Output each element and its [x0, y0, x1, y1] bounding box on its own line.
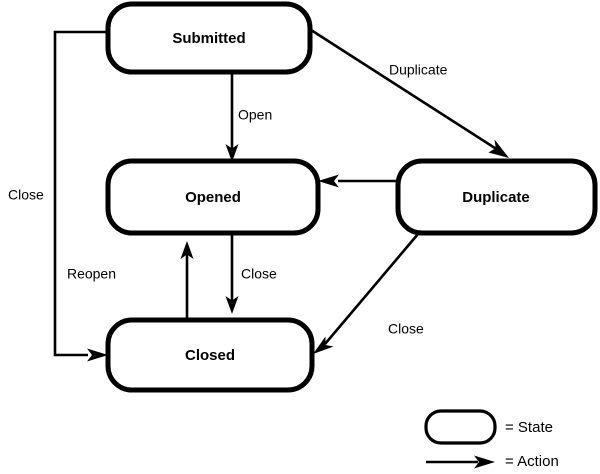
transition-label-open: Open — [238, 107, 272, 123]
transition-line — [324, 233, 419, 345]
state-label-opened: Opened — [185, 189, 241, 206]
state-closed[interactable]: Closed — [105, 317, 315, 393]
transition-line — [53, 30, 108, 357]
arrowhead-icon — [488, 139, 509, 158]
transition-submitted-duplicate: Duplicate — [310, 28, 509, 158]
state-label-submitted: Submitted — [172, 30, 245, 47]
state-box[interactable] — [395, 158, 598, 236]
state-submitted[interactable]: Submitted — [105, 1, 313, 75]
arrowhead-icon — [225, 296, 239, 314]
arrowhead-icon — [87, 348, 108, 362]
state-duplicate[interactable]: Duplicate — [395, 158, 598, 236]
transition-opened-close-closed: Close — [225, 233, 277, 314]
legend-action-text: = Action — [505, 453, 559, 470]
transition-line — [310, 28, 499, 152]
transition-submitted-close-closed: Close — [8, 30, 108, 362]
transition-duplicate-to-opened — [318, 174, 398, 188]
transition-label-duplicate: Duplicate — [389, 62, 448, 78]
arrowhead-icon — [180, 241, 194, 259]
arrowhead-icon — [474, 455, 495, 469]
transition-label-close-right: Close — [388, 321, 424, 337]
transition-label-close-middle: Close — [241, 266, 277, 282]
transition-closed-reopen-opened: Reopen — [67, 241, 194, 320]
state-box[interactable] — [105, 1, 313, 75]
legend-row-state: = State — [424, 409, 553, 445]
state-label-duplicate: Duplicate — [462, 189, 530, 206]
legend-state-text: = State — [505, 419, 553, 436]
state-label-closed: Closed — [185, 347, 235, 364]
transition-label-reopen: Reopen — [67, 266, 116, 282]
state-box[interactable] — [105, 158, 321, 236]
transition-duplicate-close-closed: Close — [313, 233, 424, 354]
arrowhead-icon — [225, 144, 239, 162]
legend: = State = Action — [424, 409, 559, 470]
transition-label-close-left: Close — [8, 187, 44, 203]
arrowhead-icon — [318, 174, 339, 188]
arrowhead-icon — [313, 336, 334, 354]
transition-submitted-open-opened: Open — [225, 72, 272, 162]
state-box[interactable] — [105, 317, 315, 393]
state-opened[interactable]: Opened — [105, 158, 321, 236]
legend-row-action: = Action — [426, 453, 559, 470]
legend-state-symbol — [424, 409, 497, 445]
